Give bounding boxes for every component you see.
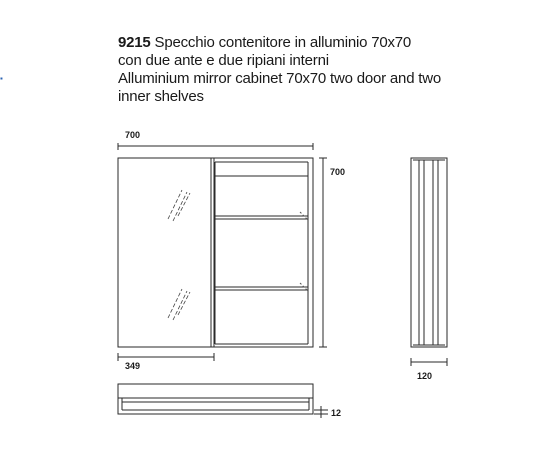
shelf-pin-marks [299,211,309,292]
title-italian-2: con due ante e due ripiani interni [118,52,329,69]
title-line-italian-1: 9215 Specchio contenitore in alluminio 7… [118,34,518,52]
mirror-reflection-marks [167,189,191,321]
depth-label: 120 [417,371,433,381]
door-width-label: 349 [125,361,141,371]
front-view [117,143,327,361]
width-label: 700 [125,130,141,140]
plan-outline [117,383,314,415]
cabinet-body-open [210,157,314,348]
side-view [410,157,448,366]
product-code: 9215 [118,34,151,51]
product-title-block: 9215 Specchio contenitore in alluminio 7… [118,34,518,106]
title-english-2: inner shelves [118,88,204,105]
height-label: 700 [330,167,346,177]
plan-view [117,383,328,418]
left-door-mirror [117,157,215,348]
thickness-label: 12 [331,408,342,418]
title-italian-1: Specchio contenitore in alluminio 70x70 [154,34,412,51]
margin-marker: ▪ [0,74,3,83]
side-profile-outline [410,157,448,348]
title-english-1: Alluminium mirror cabinet 70x70 two door… [118,70,442,87]
